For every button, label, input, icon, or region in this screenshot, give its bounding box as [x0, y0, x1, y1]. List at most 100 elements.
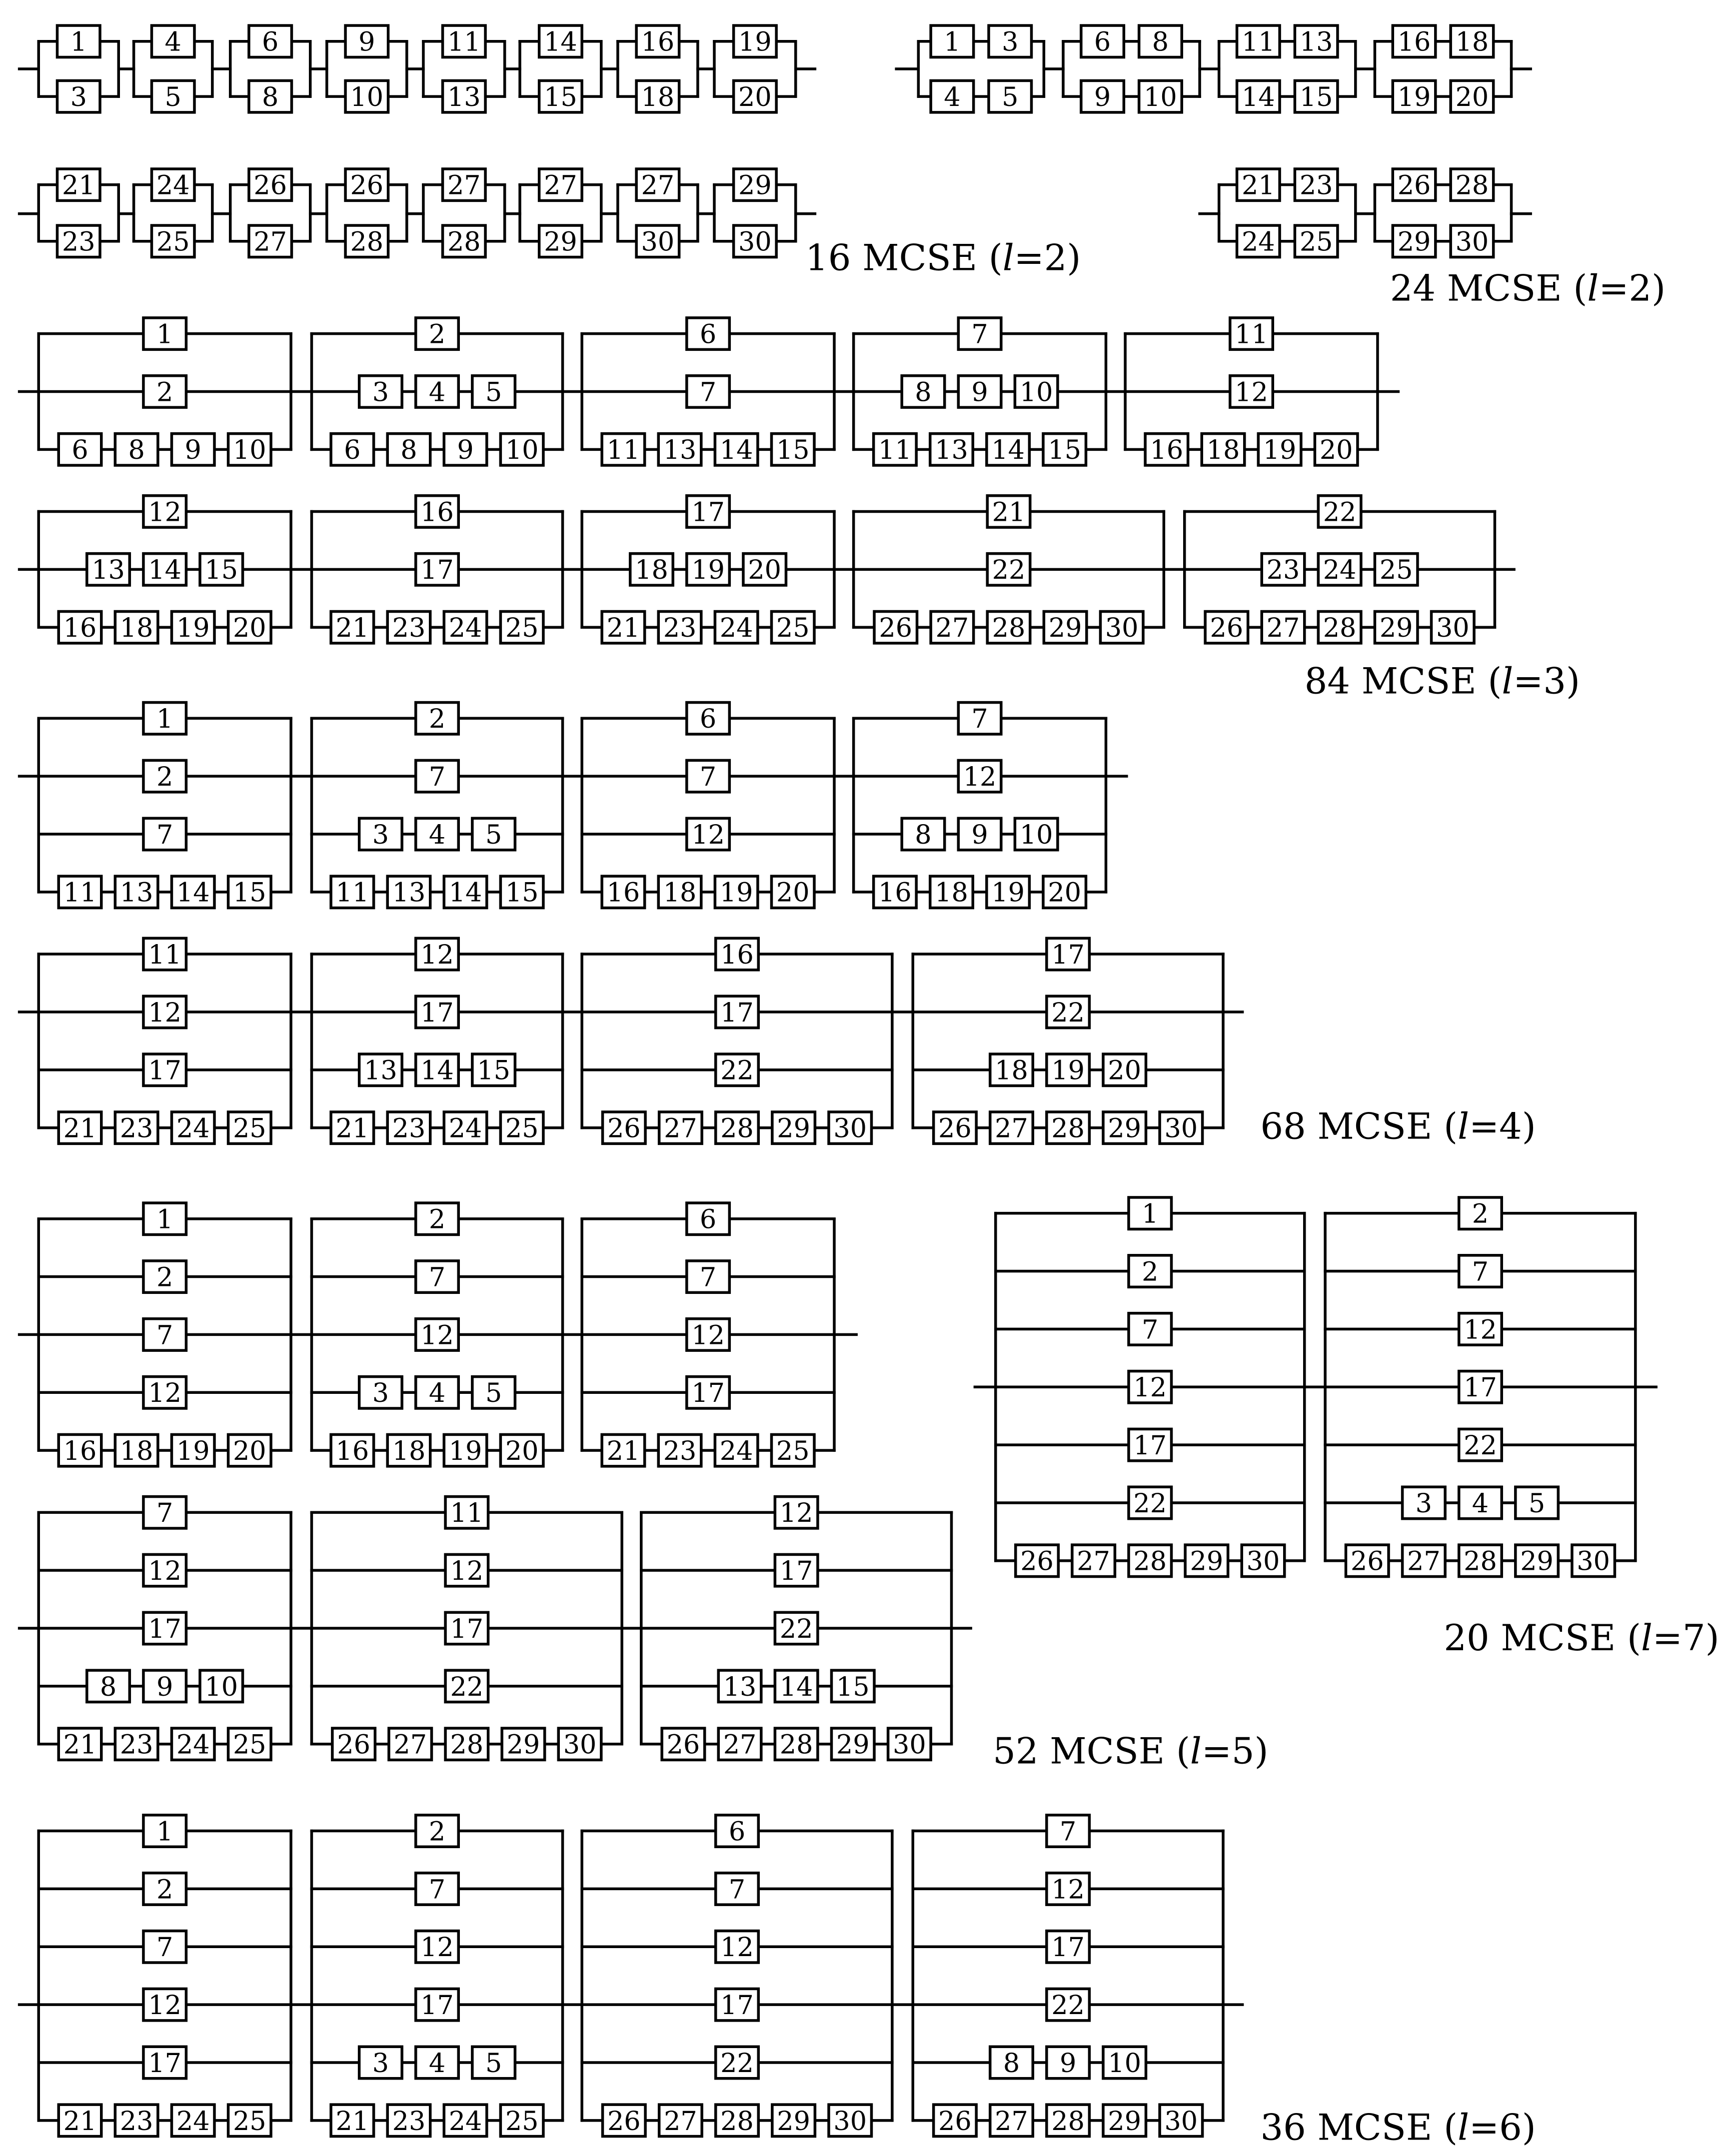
- component-box: 18: [1449, 24, 1495, 59]
- component-number: 8: [1152, 27, 1169, 57]
- component-box: 26: [932, 2103, 978, 2138]
- component-box: 27: [1071, 1543, 1117, 1578]
- component-number: 8: [128, 435, 144, 465]
- component-box: 12: [1457, 1311, 1503, 1346]
- component-number: 29: [777, 1113, 810, 1143]
- mcse-count-label: 52 MCSE (l=5): [993, 1730, 1268, 1772]
- component-number: 29: [738, 170, 772, 201]
- component-number: 16: [878, 878, 912, 908]
- component-box: 8: [113, 432, 159, 467]
- component-number: 30: [833, 1113, 867, 1143]
- component-number: 13: [935, 435, 968, 465]
- component-number: 21: [336, 1113, 369, 1143]
- component-box: 9: [957, 817, 1003, 852]
- mcse-count-label: 20 MCSE (l=7): [1444, 1617, 1719, 1659]
- component-box: 4: [414, 2045, 460, 2080]
- component-number: 21: [62, 170, 95, 201]
- component-box: 11: [142, 937, 188, 972]
- component-box: 22: [714, 2045, 760, 2080]
- component-box: 9: [442, 432, 488, 467]
- component-box: 25: [499, 2103, 545, 2138]
- component-box: 21: [600, 610, 646, 645]
- component-number: 3: [372, 1378, 389, 1408]
- component-box: 17: [142, 1053, 188, 1087]
- component-box: 20: [1042, 875, 1088, 910]
- component-number: 4: [944, 82, 960, 112]
- component-box: 20: [226, 1433, 272, 1468]
- component-number: 26: [253, 170, 287, 201]
- component-number: 25: [233, 1113, 266, 1143]
- component-number: 2: [1142, 1256, 1158, 1287]
- component-number: 19: [176, 613, 210, 643]
- component-box: 28: [1127, 1543, 1173, 1578]
- component-number: 30: [1436, 613, 1470, 643]
- component-box: 28: [1317, 610, 1363, 645]
- component-number: 15: [544, 82, 577, 112]
- component-box: 10: [1013, 374, 1059, 409]
- component-box: 1: [142, 316, 188, 351]
- component-box: 19: [713, 875, 759, 910]
- component-box: 20: [770, 875, 816, 910]
- component-box: 27: [387, 1727, 433, 1762]
- component-number: 28: [992, 613, 1026, 643]
- component-box: 22: [986, 552, 1032, 587]
- component-number: 25: [505, 2106, 539, 2137]
- component-number: 12: [148, 497, 181, 527]
- component-box: 22: [1045, 995, 1091, 1030]
- component-number: 11: [148, 940, 181, 970]
- component-number: 14: [544, 27, 577, 57]
- component-number: 20: [1456, 82, 1489, 112]
- component-number: 12: [1464, 1314, 1497, 1345]
- component-box: 30: [1240, 1543, 1286, 1578]
- component-box: 16: [872, 875, 918, 910]
- component-box: 15: [198, 552, 244, 587]
- component-box: 22: [773, 1611, 819, 1646]
- component-box: 8: [85, 1669, 131, 1704]
- component-number: 14: [1242, 82, 1275, 112]
- component-number: 22: [720, 2048, 754, 2079]
- component-number: 29: [836, 1730, 870, 1760]
- component-number: 22: [780, 1614, 813, 1644]
- component-number: 26: [1020, 1546, 1054, 1577]
- component-number: 19: [691, 555, 725, 585]
- component-number: 6: [262, 27, 278, 57]
- component-number: 30: [1456, 227, 1489, 257]
- component-box: 14: [142, 552, 188, 587]
- component-number: 30: [1105, 613, 1139, 643]
- component-box: 20: [226, 610, 272, 645]
- component-number: 4: [429, 1378, 445, 1408]
- component-number: 7: [700, 1262, 716, 1292]
- component-box: 9: [1080, 79, 1126, 114]
- component-box: 22: [1457, 1427, 1503, 1462]
- component-box: 25: [770, 610, 816, 645]
- component-number: 6: [1094, 27, 1111, 57]
- component-number: 28: [1133, 1546, 1167, 1577]
- component-box: 2: [414, 701, 460, 736]
- component-number: 5: [165, 82, 181, 112]
- cut-set-block: 13: [37, 24, 120, 114]
- component-box: 16: [1144, 432, 1190, 467]
- component-box: 17: [714, 995, 760, 1030]
- component-box: 2: [414, 1201, 460, 1236]
- component-box: 2: [1457, 1196, 1503, 1231]
- component-number: 18: [120, 1436, 153, 1466]
- component-number: 15: [477, 1056, 510, 1086]
- component-number: 9: [971, 820, 988, 850]
- component-box: 17: [142, 1611, 188, 1646]
- mcse-count-label: 16 MCSE (l=2): [805, 237, 1081, 279]
- component-number: 13: [91, 555, 125, 585]
- component-box: 29: [537, 224, 583, 259]
- component-number: 8: [915, 377, 931, 407]
- component-box: 1: [142, 701, 188, 736]
- component-number: 6: [344, 435, 360, 465]
- component-number: 29: [1190, 1546, 1224, 1577]
- component-number: 8: [100, 1672, 116, 1702]
- component-box: 29: [771, 1110, 817, 1145]
